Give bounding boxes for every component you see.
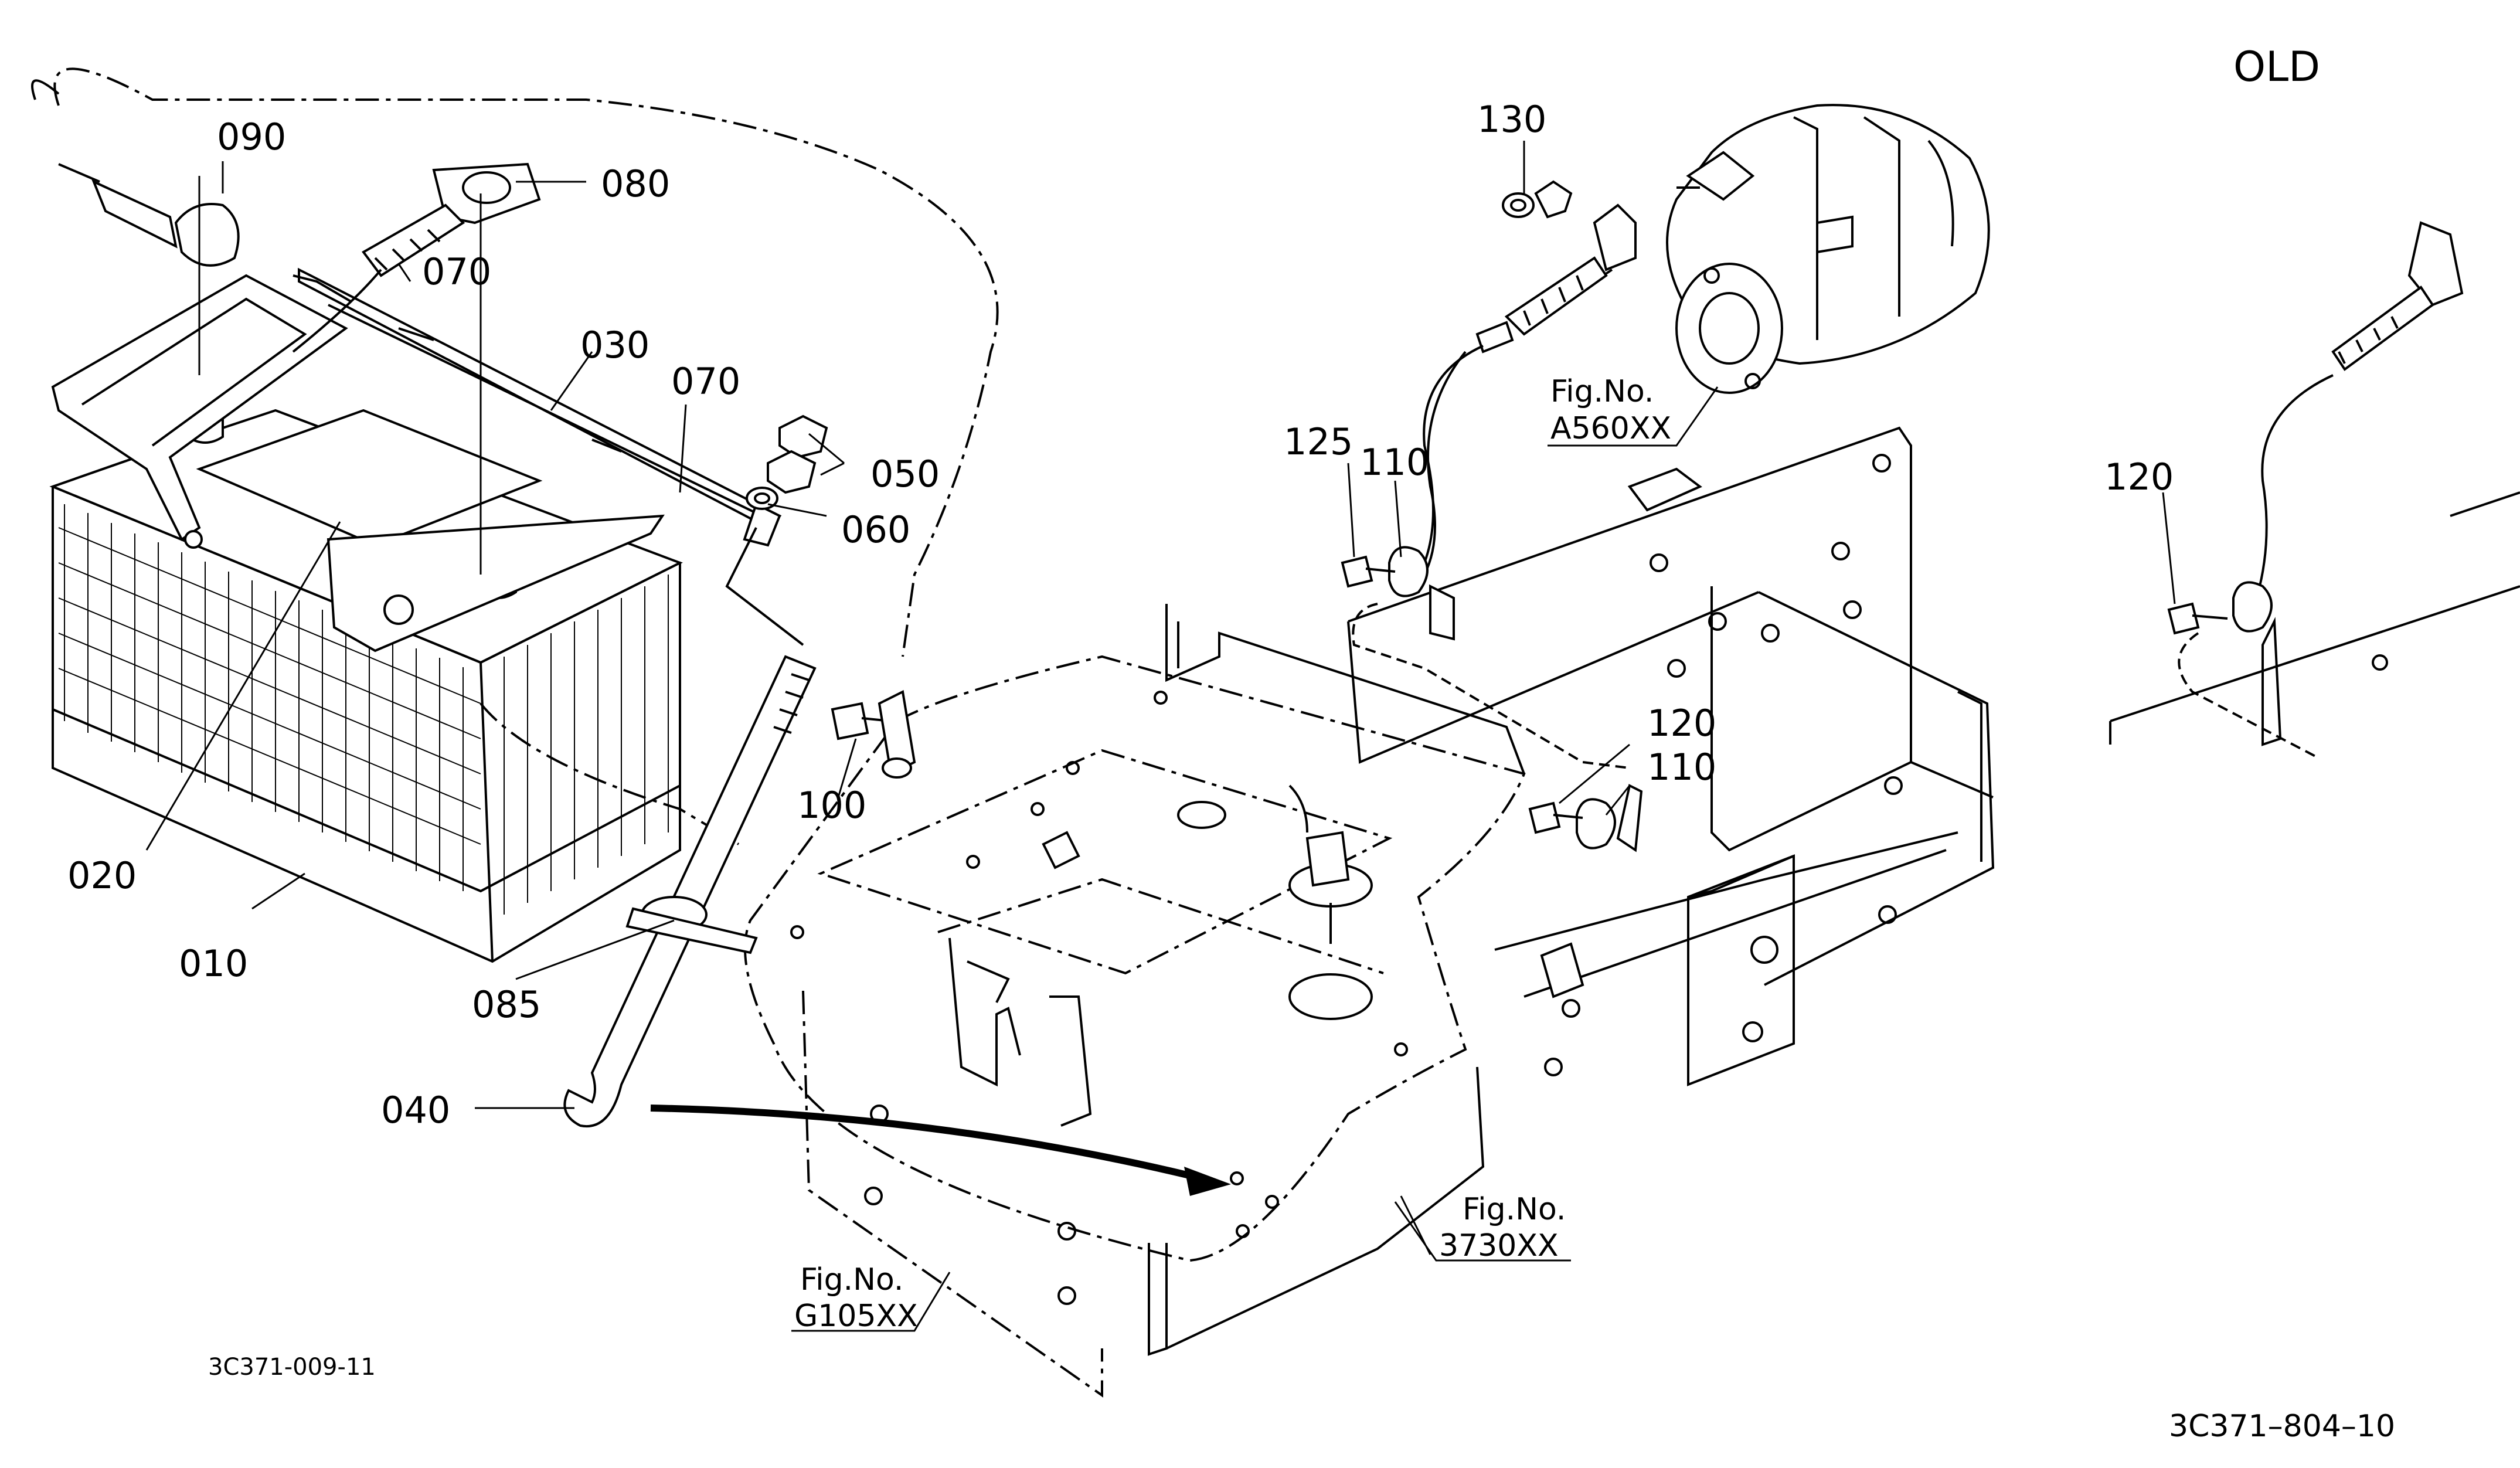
- starter-nut-washer: [1502, 180, 1573, 219]
- negative-cable: [31, 79, 240, 267]
- figref-3730-code: 3730XX: [1439, 1228, 1559, 1263]
- clamp-110-lower: [1576, 784, 1643, 852]
- old-label: OLD: [2233, 43, 2320, 91]
- part-label-090: 090: [217, 115, 286, 158]
- hold-down-frame: [51, 274, 665, 653]
- floor-plate: [744, 604, 1526, 1262]
- part-label-030: 030: [580, 324, 649, 366]
- part-label-050: 050: [870, 453, 940, 495]
- old-inset: [2109, 221, 2520, 757]
- figure-references: Fig.No. A560XX Fig.No. 3730XX Fig.No. G1…: [794, 374, 1671, 1334]
- bolt-125: [1341, 555, 1396, 588]
- bolt-100: [831, 690, 916, 779]
- part-label-020: 020: [67, 854, 137, 897]
- figref-3730-label: Fig.No.: [1463, 1192, 1566, 1227]
- figref-a560-label: Fig.No.: [1550, 374, 1654, 409]
- direction-arrow: [650, 1105, 1231, 1196]
- part-label-040: 040: [381, 1089, 450, 1131]
- leader-lines: [145, 141, 2176, 1332]
- figref-a560-code: A560XX: [1550, 411, 1671, 446]
- clamp-110-upper: [1388, 546, 1455, 641]
- part-label-110-upper: 110: [1360, 441, 1429, 484]
- part-label-120-old: 120: [2104, 456, 2174, 498]
- drawing-code-small: 3C371-009-11: [208, 1354, 376, 1381]
- part-label-085: 085: [472, 983, 541, 1026]
- chassis-frame: [1347, 426, 1995, 1086]
- starter-cable: [1423, 203, 1637, 563]
- part-label-125: 125: [1284, 420, 1353, 463]
- positive-cable: [292, 162, 541, 353]
- part-label-120: 120: [1647, 702, 1716, 745]
- part-label-110-lower: 110: [1647, 746, 1716, 789]
- lower-base: [802, 990, 1485, 1398]
- part-label-070-upper: 070: [422, 250, 491, 293]
- breather-hose: [563, 655, 817, 1128]
- part-label-060: 060: [841, 508, 910, 551]
- bracket-060: [725, 527, 804, 646]
- part-label-100: 100: [797, 784, 866, 827]
- battery-stay: [293, 267, 782, 547]
- figref-g105-label: Fig.No.: [800, 1262, 903, 1297]
- fuse-holder: [1288, 831, 1373, 944]
- part-label-130: 130: [1477, 98, 1546, 141]
- figref-g105-code: G105XX: [794, 1299, 918, 1334]
- part-labels: 090 080 070 030 070 050 060 020 010 085 …: [67, 98, 2174, 1131]
- part-label-080: 080: [601, 162, 670, 205]
- bolt-120: [1528, 801, 1583, 834]
- starter-motor: [1666, 104, 1990, 394]
- part-label-070-lower: 070: [671, 360, 740, 403]
- nuts-050: [746, 414, 828, 510]
- battery-ribs-front: [58, 504, 481, 891]
- terminal-block: [1042, 831, 1584, 998]
- battery-ribs-side: [504, 575, 669, 915]
- drawing-code-large: 3C371–804–10: [2169, 1409, 2395, 1444]
- battery: [49, 406, 683, 963]
- part-label-010: 010: [179, 942, 248, 985]
